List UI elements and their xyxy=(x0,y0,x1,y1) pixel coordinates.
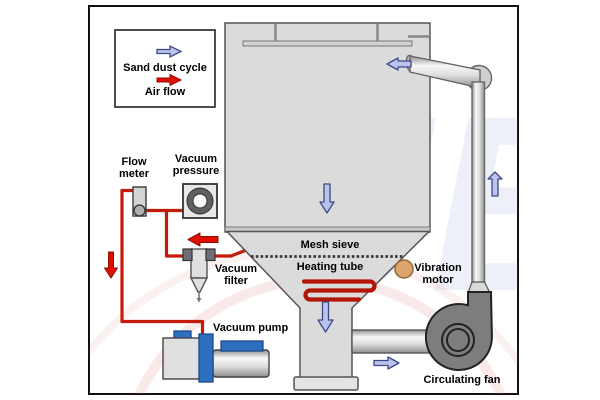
flow-meter-device xyxy=(132,186,147,217)
dust-down-arrow-tank-icon xyxy=(319,183,335,214)
legend-sand-dust-label: Sand dust cycle xyxy=(123,62,207,74)
dust-right-arrow-duct-icon xyxy=(373,356,400,370)
circulating-fan-label: Circulating fan xyxy=(423,374,501,386)
mesh-sieve-label: Mesh sieve xyxy=(300,239,360,251)
neck-flange xyxy=(293,376,359,391)
air-down-arrow-icon xyxy=(104,251,118,279)
vacuum-filter-label: Vacuum filter xyxy=(214,263,258,288)
vacuum-pump-device xyxy=(162,330,270,383)
air-flow-piping xyxy=(120,188,250,336)
fan-hub-inner-ring xyxy=(446,328,470,352)
heating-tube-coil xyxy=(301,279,377,302)
legend-air-flow-label: Air flow xyxy=(144,86,186,98)
vacuum-pressure-label: Vacuum pressure xyxy=(172,153,220,178)
legend-air-flow-arrow-icon xyxy=(156,73,183,87)
neck-to-fan-duct xyxy=(351,329,434,354)
vibration-motor-label: Vibration motor xyxy=(414,262,462,287)
dust-left-arrow-icon xyxy=(386,57,412,71)
vacuum-filter-device xyxy=(182,248,216,303)
legend-sand-dust-arrow-icon xyxy=(156,44,183,59)
vertical-return-pipe xyxy=(471,81,486,284)
flow-meter-label: Flow meter xyxy=(119,156,149,181)
legend-box xyxy=(114,29,216,108)
vacuum-pump-label: Vacuum pump xyxy=(213,322,289,334)
pipe-flowmeter-to-pump xyxy=(120,188,205,336)
circulating-fan-device xyxy=(424,291,493,372)
vibration-motor-dot xyxy=(394,259,414,279)
pipe-hopper-to-filter xyxy=(213,247,250,258)
heating-tube-label: Heating tube xyxy=(296,261,364,273)
dust-down-arrow-neck-icon xyxy=(317,301,334,333)
filter-drain-arrow xyxy=(196,298,202,303)
air-left-arrow-icon xyxy=(187,232,219,247)
tank-lid-bar xyxy=(242,40,413,47)
fan-hub-outer-ring xyxy=(441,323,475,357)
dust-up-arrow-pipe-icon xyxy=(487,171,503,197)
pipe-filter-to-junction xyxy=(164,210,184,258)
vacuum-pressure-gauge xyxy=(182,183,218,219)
